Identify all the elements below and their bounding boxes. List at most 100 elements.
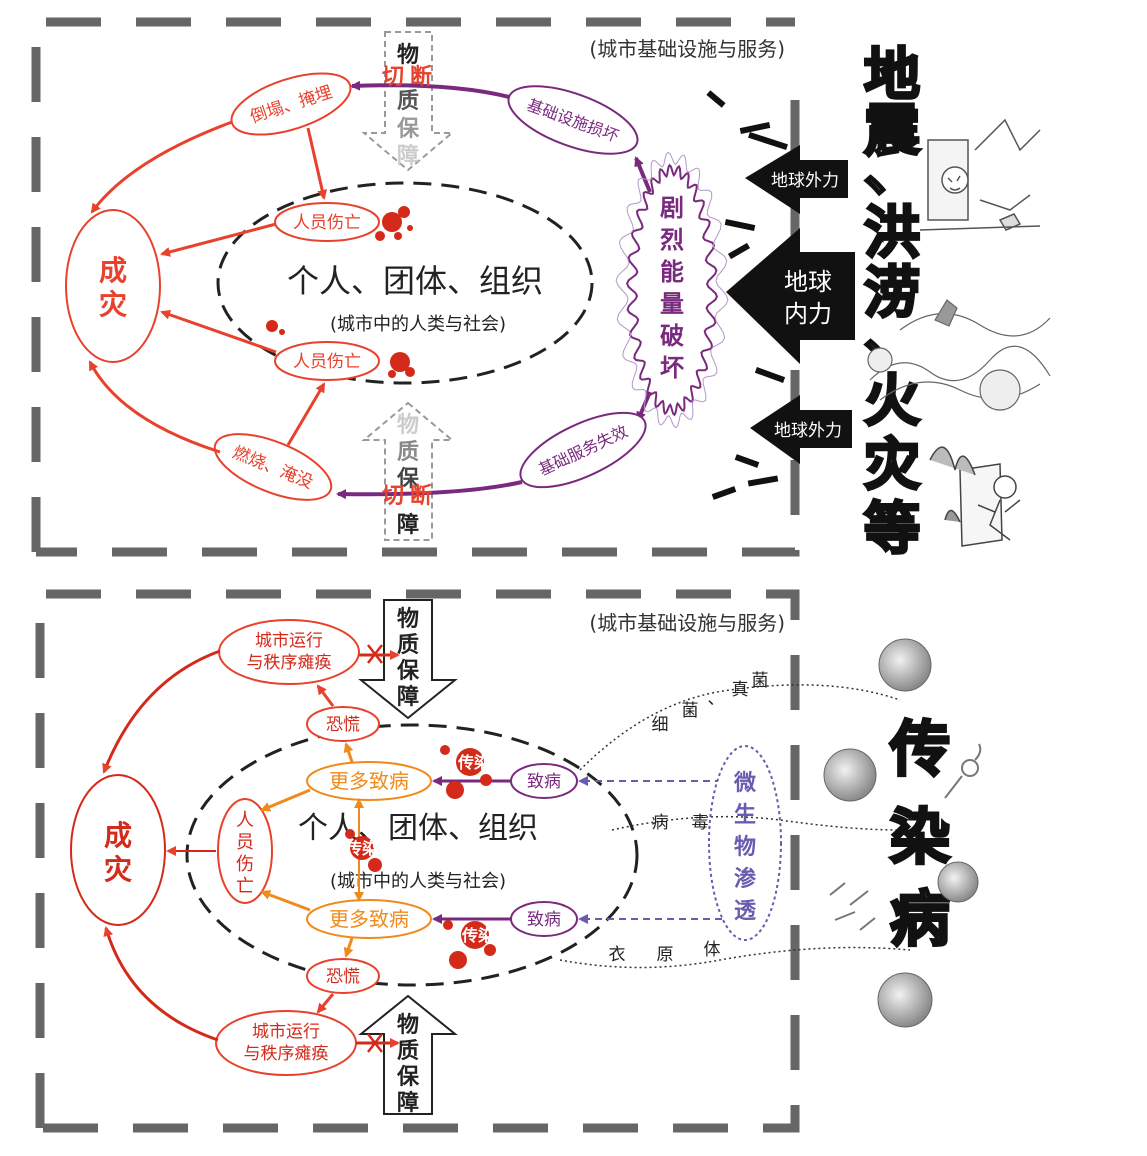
bottom-more-disease-lower-label: 更多致病: [329, 907, 409, 931]
bottom-side-title-char: 传: [889, 715, 950, 785]
bottom-spread-upper: 传染: [457, 753, 491, 772]
top-energy-char: 烈: [660, 226, 684, 254]
virus-illustration-2: [823, 748, 877, 802]
bottom-supply-upper-char: 物: [397, 606, 419, 632]
bottom-micro-char: 微: [733, 770, 756, 796]
top-supply-arrow-lower: 物 质 保 障: [361, 401, 455, 541]
bottom-paralysis-lower-label: 与秩序瘫痪: [244, 1044, 329, 1064]
top-energy-wave-outer: [615, 151, 729, 429]
top-supply-upper-char: 质: [397, 89, 419, 114]
bottom-casualty-node: 人 员 伤 亡: [217, 798, 273, 904]
top-side-title-char: 震: [864, 99, 920, 164]
bottom-supply-upper-char: 质: [397, 633, 419, 658]
bottom-micro-node: 微 生 物 渗 透: [708, 745, 782, 941]
top-int-force-arrow: 地球 内力: [726, 228, 855, 364]
bottom-center-sub: (城市中的人类与社会): [330, 871, 506, 892]
top-side-title-char: 灾: [864, 433, 920, 498]
top-energy-char: 破: [660, 322, 684, 350]
top-disaster-label: 成灾: [99, 254, 127, 321]
bottom-micro-char: 生: [734, 803, 756, 828]
bottom-disaster-label: 成灾: [104, 819, 132, 886]
top-int-force-label: 内力: [784, 300, 832, 328]
bottom-paralysis-lower-node: 城市运行 与秩序瘫痪: [215, 1010, 357, 1076]
top-header: (城市基础设施与服务): [589, 37, 785, 61]
virus-illustration-1: [878, 638, 932, 692]
bottom-frame: [35, 589, 800, 1133]
virus-char: 病: [652, 813, 669, 833]
bottom-cut-links: [356, 644, 400, 1053]
bottom-micro-char: 透: [734, 899, 757, 924]
chlamydia-char: 原: [657, 945, 674, 965]
bacteria-char: 菌: [682, 701, 699, 721]
top-side-title: 地 震 、 洪 涝 、 火 灾 等: [863, 42, 922, 564]
top-panel: (城市基础设施与服务) 个人、团体、组织 (城市中的人类与社会) 物 质 保 障…: [31, 17, 1051, 564]
top-supply-upper-char: 障: [397, 143, 419, 169]
bottom-blood-splat-mid: [345, 829, 382, 872]
bottom-side-title-char: 染: [890, 803, 950, 873]
bottom-infect-lower-label: 致病: [527, 910, 561, 930]
bottom-casualty-char: 亡: [236, 876, 254, 897]
top-center-title: 个人、团体、组织: [287, 262, 543, 300]
top-casualty-upper-node: 人员伤亡: [274, 202, 380, 242]
top-ext-force-upper-label: 地球外力: [771, 171, 839, 191]
bottom-supply-arrow-upper: 物 质 保 障: [358, 599, 458, 720]
top-center-sub: (城市中的人类与社会): [330, 314, 506, 335]
bacteria-char: 菌: [752, 671, 769, 691]
bottom-paralysis-lower-label: 城市运行: [252, 1022, 320, 1042]
bottom-panic-lower-label: 恐慌: [326, 967, 360, 987]
top-blood-splat-lower: [266, 320, 415, 378]
bacteria-illustration: [829, 743, 982, 931]
chlamydia-char: 衣: [609, 945, 626, 965]
top-force-dashes: [706, 90, 788, 500]
top-side-title-char: 等: [864, 497, 920, 562]
top-blood-splat-upper: [375, 206, 413, 241]
top-int-force-label: 地球: [784, 268, 832, 296]
bottom-micro-char: 物: [734, 834, 756, 860]
bottom-infect-upper-node: 致病: [510, 763, 578, 799]
bottom-supply-lower-char: 物: [397, 1012, 419, 1038]
bottom-casualty-char: 伤: [236, 854, 254, 875]
top-energy-char: 量: [660, 290, 684, 318]
bottom-infect-lower-node: 致病: [510, 901, 578, 937]
top-side-title-char: 涝: [864, 261, 920, 326]
top-energy-char: 能: [660, 258, 684, 286]
top-ext-force-upper-arrow: 地球外力: [745, 145, 848, 214]
earthquake-illustration: [919, 118, 1041, 231]
top-energy-char: 坏: [660, 354, 684, 382]
bacteria-char: 真: [732, 680, 749, 700]
top-ext-force-lower-label: 地球外力: [774, 421, 842, 441]
top-purple-arc-lower: [336, 480, 523, 500]
bottom-blood-splat-upper: [440, 745, 492, 799]
bottom-pathway-labels: 细 菌 、 真 菌 病 毒 衣 原 体: [609, 671, 769, 965]
bottom-center-ellipse: [185, 723, 639, 987]
top-supply-lower-char: 质: [397, 440, 419, 465]
bottom-pathways: [559, 684, 911, 969]
bottom-center-title: 个人、团体、组织: [298, 811, 538, 846]
top-casualty-upper-label: 人员伤亡: [293, 213, 361, 233]
top-purple-arc-upper: [350, 80, 521, 102]
top-energy-wave[interactable]: [626, 163, 718, 417]
bottom-supply-upper-char: 保: [396, 659, 420, 684]
top-side-title-char: 洪: [864, 201, 920, 266]
top-collapse-node: 倒塌、掩埋: [230, 72, 352, 136]
bottom-casualty-char: 人: [236, 810, 254, 831]
top-cut-lower: 切断: [382, 483, 438, 509]
bottom-spread-lower: 传染: [461, 926, 495, 945]
virus-illustration-4: [877, 972, 933, 1028]
bottom-infect-upper-label: 致病: [527, 772, 561, 792]
top-disaster-node: 成灾: [65, 209, 161, 363]
top-purple-to-damage: [634, 156, 652, 193]
bottom-panel: (城市基础设施与服务) 个人、团体、组织 (城市中的人类与社会) 物 质 保 障…: [35, 589, 982, 1133]
top-supply-lower-char: 物: [397, 412, 419, 438]
bottom-spread-mid: 传染: [345, 839, 379, 858]
top-infra-damage-node: 基础设施损坏: [507, 85, 639, 155]
top-side-title-char: 火: [864, 369, 920, 434]
top-ext-force-lower-arrow: 地球外力: [750, 395, 852, 464]
bottom-paralysis-upper-label: 城市运行: [255, 631, 323, 651]
bottom-disaster-node: 成灾: [70, 774, 166, 926]
top-supply-arrow-upper: 物 质 保 障: [361, 31, 455, 172]
top-supply-lower-char: 保: [396, 467, 420, 492]
top-casualty-lower-node: 人员伤亡: [274, 341, 380, 381]
bottom-side-title-char: 病: [890, 885, 950, 955]
top-supply-upper-char: 物: [397, 42, 419, 68]
